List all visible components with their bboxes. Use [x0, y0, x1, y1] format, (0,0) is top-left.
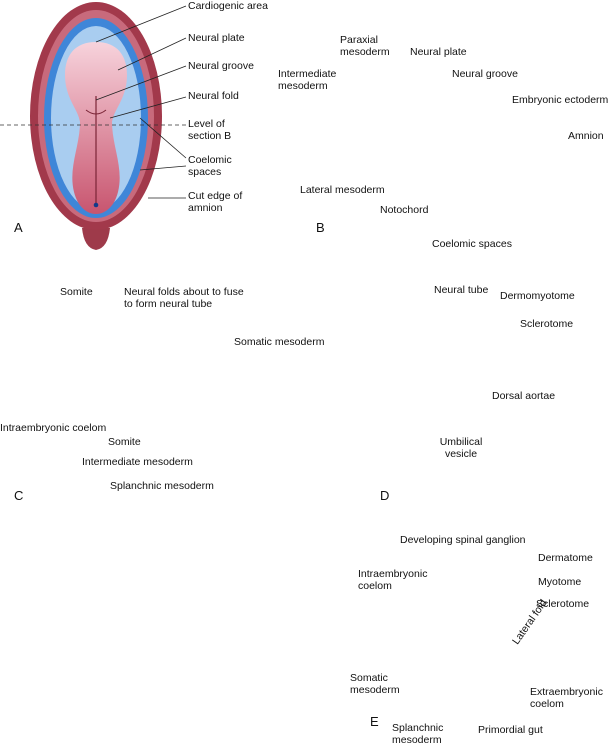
- label-sclerotome-d: Sclerotome: [520, 318, 574, 330]
- label-coelomic-spaces-a: Coelomic spaces: [188, 154, 232, 178]
- panel-a-figure: [0, 2, 188, 250]
- panel-letter-c: C: [14, 488, 24, 503]
- label-neural-groove-a: Neural groove: [188, 60, 254, 72]
- label-embryonic-ectoderm: Embryonic ectoderm: [512, 94, 609, 106]
- umbilical-stalk: [82, 228, 110, 250]
- label-neural-tube: Neural tube: [434, 284, 489, 296]
- panel-letter-d: D: [380, 488, 390, 503]
- label-level-of-section: Level of section B: [188, 118, 232, 142]
- label-neural-fold-a: Neural fold: [188, 90, 239, 102]
- panel-letter-b: B: [316, 220, 325, 235]
- label-lateral-mesoderm: Lateral mesoderm: [300, 184, 385, 196]
- label-somite-top: Somite: [60, 286, 93, 298]
- label-cut-edge-amnion: Cut edge of amnion: [188, 190, 243, 214]
- panel-letter-e: E: [370, 714, 379, 729]
- label-primordial-gut: Primordial gut: [478, 724, 543, 736]
- label-splanchnic-mesoderm-c: Splanchnic mesoderm: [110, 480, 214, 492]
- label-somite-bottom: Somite: [108, 436, 141, 448]
- neural-fold-line: [85, 109, 107, 115]
- label-intraembryonic-coelom-e: Intraembryonic coelom: [358, 568, 428, 592]
- label-paraxial-mesoderm: Paraxial mesoderm: [340, 34, 390, 58]
- label-intermediate-mesoderm-b: Intermediate mesoderm: [278, 68, 337, 92]
- label-dorsal-aortae: Dorsal aortae: [492, 390, 556, 402]
- primitive-node: [93, 202, 99, 208]
- label-notochord: Notochord: [380, 204, 429, 216]
- label-umbilical-vesicle: Umbilical vesicle: [439, 436, 483, 460]
- label-cardiogenic-area: Cardiogenic area: [188, 0, 268, 12]
- label-intraembryonic-coelom-c: Intraembryonic coelom: [0, 422, 107, 434]
- label-neural-plate-a: Neural plate: [188, 32, 245, 44]
- label-somatic-mesoderm-e: Somatic mesoderm: [350, 672, 400, 696]
- label-extraembryonic-coelom: Extraembryonic coelom: [530, 686, 603, 710]
- label-dermomyotome: Dermomyotome: [500, 290, 575, 302]
- label-dermatome: Dermatome: [538, 552, 593, 564]
- label-somatic-mesoderm-c: Somatic mesoderm: [234, 336, 325, 348]
- label-neural-plate-b: Neural plate: [410, 46, 467, 58]
- panel-letter-a: A: [14, 220, 23, 235]
- label-developing-spinal-ganglion: Developing spinal ganglion: [400, 534, 526, 546]
- label-neural-folds-fuse: Neural folds about to fuse to form neura…: [124, 286, 244, 310]
- label-intermediate-mesoderm-c: Intermediate mesoderm: [82, 456, 193, 468]
- label-amnion: Amnion: [568, 130, 604, 142]
- label-sclerotome-e: Sclerotome: [536, 598, 590, 610]
- label-splanchnic-mesoderm-e: Splanchnic mesoderm: [392, 722, 444, 746]
- label-neural-groove-b: Neural groove: [452, 68, 518, 80]
- label-myotome: Myotome: [538, 576, 582, 588]
- label-coelomic-spaces-b: Coelomic spaces: [432, 238, 512, 250]
